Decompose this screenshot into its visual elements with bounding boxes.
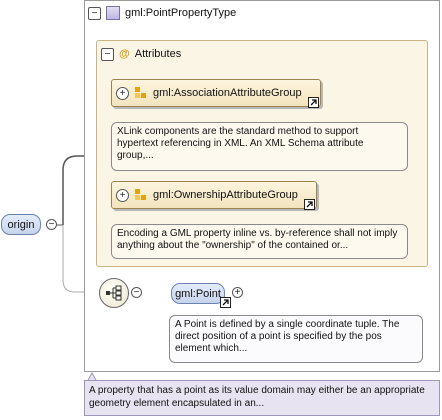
expand-icon[interactable]: + <box>116 188 129 202</box>
sequence-icon[interactable] <box>99 278 129 308</box>
expand-icon[interactable]: + <box>116 86 129 100</box>
attribute-group-doc: XLink components are the standard method… <box>111 122 408 171</box>
collapse-sequence-icon[interactable]: − <box>131 287 142 298</box>
collapse-icon[interactable]: − <box>88 6 101 20</box>
attribute-group-icon <box>135 87 147 99</box>
attribute-at-icon: @ <box>119 48 130 60</box>
attributes-header: − @ Attributes <box>101 46 181 62</box>
attribute-group-box[interactable]: + gml:AssociationAttributeGroup <box>111 79 321 107</box>
element-documentation: A property that has a point as its value… <box>84 380 440 416</box>
attribute-group-doc: Encoding a GML property inline vs. by-re… <box>111 224 408 259</box>
complex-type-icon <box>106 6 120 20</box>
point-element-label: gml:Point <box>175 287 221 300</box>
complex-type-header: − gml:PointPropertyType <box>88 5 236 21</box>
attribute-group-label: gml:OwnershipAttributeGroup <box>153 189 298 201</box>
origin-element[interactable]: origin <box>1 214 41 235</box>
attributes-label: Attributes <box>134 48 182 60</box>
collapse-attributes-icon[interactable]: − <box>101 47 114 61</box>
link-arrow-icon[interactable] <box>220 297 231 308</box>
link-arrow-icon[interactable] <box>304 199 315 210</box>
expand-point-icon[interactable]: + <box>232 287 243 298</box>
origin-element-label: origin <box>7 218 35 231</box>
collapse-origin-icon[interactable]: − <box>46 219 57 230</box>
complex-type-title: gml:PointPropertyType <box>125 7 237 19</box>
attribute-group-box[interactable]: + gml:OwnershipAttributeGroup <box>111 181 317 209</box>
point-element[interactable]: gml:Point <box>171 283 225 304</box>
attribute-group-icon <box>135 189 147 201</box>
point-element-doc: A Point is defined by a single coordinat… <box>169 315 423 363</box>
attribute-group-label: gml:AssociationAttributeGroup <box>153 87 302 99</box>
link-arrow-icon[interactable] <box>308 97 319 108</box>
